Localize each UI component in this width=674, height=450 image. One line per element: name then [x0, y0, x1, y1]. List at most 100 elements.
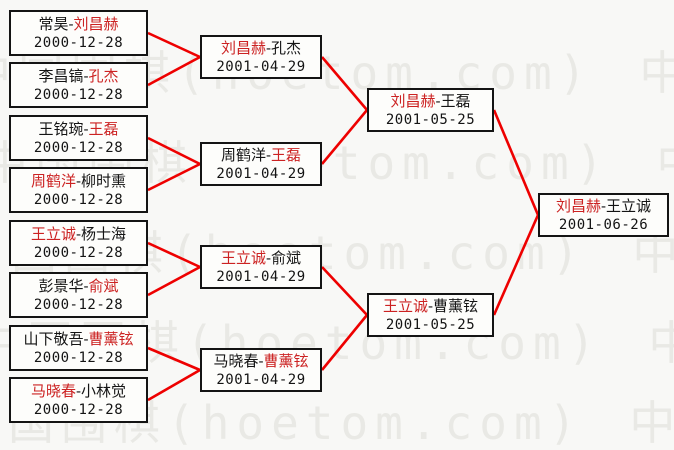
player1-name: 周鹤洋: [30, 171, 76, 190]
bracket-line: [147, 136, 201, 166]
vs-dash: -: [265, 145, 272, 164]
vs-dash: -: [83, 66, 89, 85]
match-date: 2001-06-26: [558, 216, 649, 233]
bracket-line: [147, 346, 201, 372]
bracket-line: [321, 56, 368, 111]
player2-name: 曹薰铉: [88, 329, 134, 348]
match-players: 马晓春-小林觉: [11, 381, 146, 401]
bracket-line: [147, 55, 201, 87]
player1-name: 刘昌赫: [220, 38, 266, 57]
player2-name: 曹薰铉: [263, 351, 309, 370]
vs-dash: -: [265, 38, 272, 57]
player1-name: 彭景华: [38, 276, 84, 295]
watermark-text: 中国围棋(hoetom.com): [656, 136, 674, 190]
bracket-lines: [147, 31, 540, 402]
match-players: 王立诚-曹薰铉: [369, 296, 492, 316]
bracket-line: [147, 265, 201, 297]
match-box-final: 刘昌赫-王立诚 2001-06-26: [538, 193, 669, 237]
match-players: 马晓春-曹薰铉: [202, 351, 320, 371]
vs-dash: -: [600, 196, 607, 215]
match-box-sf-1: 刘昌赫-王磊 2001-05-25: [367, 88, 494, 132]
player1-name: 王立诚: [220, 248, 266, 267]
match-box-qf-2: 周鹤洋-王磊 2001-04-29: [200, 142, 322, 186]
vs-dash: -: [75, 224, 82, 243]
match-date: 2001-04-29: [216, 58, 306, 75]
match-box-r16-3: 王铭琬-王磊 2000-12-28: [9, 115, 148, 161]
match-date: 2001-04-29: [216, 371, 306, 388]
match-box-r16-6: 彭景华-俞斌 2000-12-28: [9, 272, 148, 318]
player2-name: 王磊: [88, 119, 119, 138]
vs-dash: -: [427, 296, 434, 315]
vs-dash: -: [265, 248, 272, 267]
vs-dash: -: [258, 351, 264, 370]
match-players: 王铭琬-王磊: [11, 119, 146, 139]
match-date: 2000-12-28: [33, 244, 124, 261]
player1-name: 王立诚: [382, 296, 428, 315]
match-players: 刘昌赫-王立诚: [540, 196, 667, 216]
bracket-line: [147, 162, 201, 192]
match-box-r16-5: 王立诚-杨士海 2000-12-28: [9, 220, 148, 266]
match-players: 常昊-刘昌赫: [11, 14, 146, 34]
player2-name: 王立诚: [606, 196, 652, 215]
vs-dash: -: [83, 119, 89, 138]
match-players: 山下敬吾-曹薰铉: [11, 329, 146, 349]
player1-name: 马晓春: [30, 381, 76, 400]
player2-name: 杨士海: [81, 224, 127, 243]
match-players: 刘昌赫-王磊: [369, 91, 492, 111]
player1-name: 李昌镐: [38, 66, 84, 85]
player2-name: 俞斌: [88, 276, 119, 295]
watermark-text: 中国围棋(hoetom.com): [648, 316, 674, 370]
player1-name: 常昊: [38, 14, 69, 33]
match-box-qf-3: 王立诚-俞斌 2001-04-29: [200, 245, 322, 289]
vs-dash: -: [83, 276, 89, 295]
match-box-r16-4: 周鹤洋-柳时熏 2000-12-28: [9, 167, 148, 213]
match-box-r16-7: 山下敬吾-曹薰铉 2000-12-28: [9, 325, 148, 371]
match-box-r16-2: 李昌镐-孔杰 2000-12-28: [9, 62, 148, 108]
vs-dash: -: [75, 381, 82, 400]
match-date: 2000-12-28: [33, 34, 124, 51]
player2-name: 曹薰铉: [433, 296, 479, 315]
bracket-line: [492, 214, 540, 316]
vs-dash: -: [75, 171, 82, 190]
player2-name: 王磊: [440, 91, 471, 110]
player2-name: 小林觉: [81, 381, 127, 400]
vs-dash: -: [435, 91, 441, 110]
match-players: 王立诚-杨士海: [11, 224, 146, 244]
match-date: 2000-12-28: [33, 191, 124, 208]
match-box-r16-1: 常昊-刘昌赫 2000-12-28: [9, 10, 148, 56]
vs-dash: -: [68, 14, 74, 33]
bracket-line: [492, 109, 540, 216]
match-players: 李昌镐-孔杰: [11, 66, 146, 86]
player1-name: 刘昌赫: [555, 196, 601, 215]
player1-name: 王铭琬: [38, 119, 84, 138]
match-players: 王立诚-俞斌: [202, 248, 320, 268]
match-date: 2001-04-29: [216, 268, 306, 285]
match-box-qf-1: 刘昌赫-孔杰 2001-04-29: [200, 35, 322, 79]
player2-name: 柳时熏: [81, 171, 127, 190]
player2-name: 孔杰: [271, 38, 302, 57]
match-box-sf-2: 王立诚-曹薰铉 2001-05-25: [367, 293, 494, 337]
player2-name: 刘昌赫: [73, 14, 119, 33]
match-players: 周鹤洋-柳时熏: [11, 171, 146, 191]
match-date: 2001-05-25: [385, 111, 476, 128]
match-date: 2000-12-28: [33, 401, 124, 418]
bracket-line: [147, 368, 201, 402]
match-date: 2000-12-28: [33, 139, 124, 156]
player2-name: 俞斌: [271, 248, 302, 267]
bracket-line: [321, 109, 368, 165]
match-date: 2000-12-28: [33, 296, 124, 313]
player1-name: 周鹤洋: [220, 145, 266, 164]
match-date: 2001-04-29: [216, 165, 306, 182]
bracket-line: [147, 241, 201, 269]
match-box-qf-4: 马晓春-曹薰铉 2001-04-29: [200, 348, 322, 392]
match-date: 2000-12-28: [33, 349, 124, 366]
player1-name: 王立诚: [30, 224, 76, 243]
match-players: 彭景华-俞斌: [11, 276, 146, 296]
bracket-line: [320, 314, 369, 371]
match-box-r16-8: 马晓春-小林觉 2000-12-28: [9, 377, 148, 423]
player1-name: 刘昌赫: [390, 91, 436, 110]
vs-dash: -: [83, 329, 89, 348]
bracket-line: [321, 266, 368, 316]
match-date: 2000-12-28: [33, 86, 124, 103]
watermark-text: 中国围棋(hoetom.com): [639, 46, 674, 100]
